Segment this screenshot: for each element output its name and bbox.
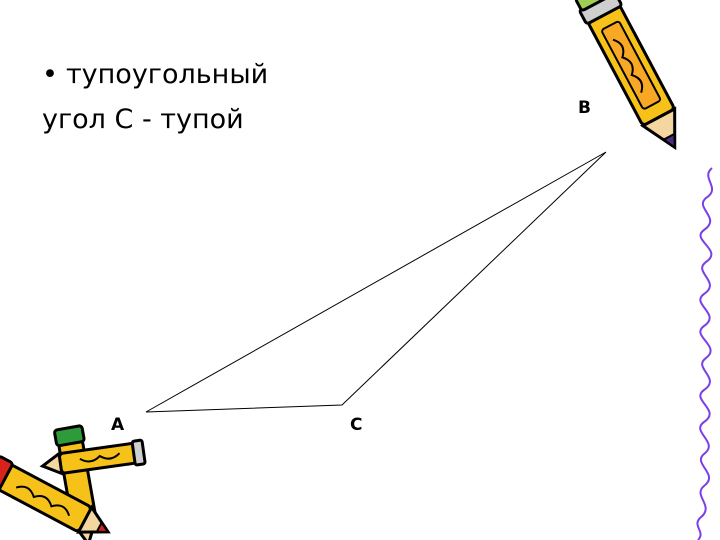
wavy-border-line [696,167,713,540]
vertex-label-c: С [350,415,363,435]
bullet: • [42,59,58,90]
text-line-1: •тупоугольный [42,52,268,97]
text-line-2: угол С - тупой [42,104,244,135]
vertex-label-b: В [578,98,591,118]
obtuse-triangle-label: тупоугольный [65,59,269,90]
pencils-icon [0,424,147,540]
slide-text: •тупоугольный угол С - тупой [42,52,268,142]
triangle-abc [145,151,607,413]
pencil-icon [574,0,677,151]
vertex-label-a: А [111,415,125,435]
